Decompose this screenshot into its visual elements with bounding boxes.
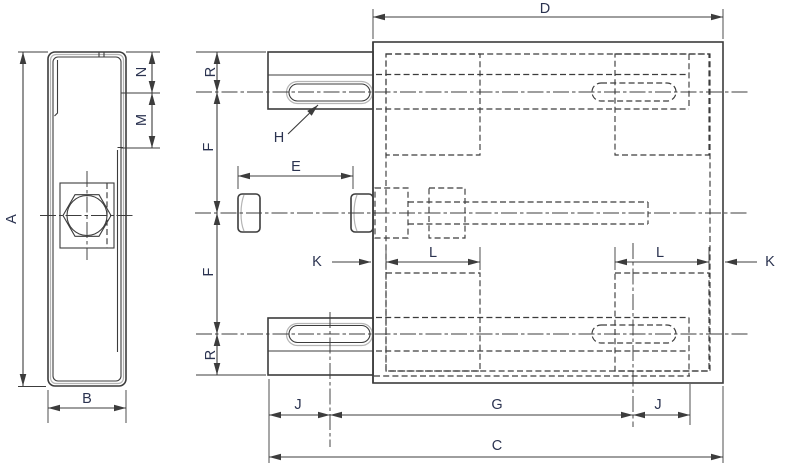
clamp-body: [372, 41, 724, 384]
front-view: [195, 41, 748, 447]
dim-label-j-left: J: [294, 397, 301, 413]
side-view: [40, 51, 134, 387]
dim-label-k-right: K: [765, 254, 775, 270]
hidden-square-bottom-right: [614, 272, 710, 372]
dim-d: D: [372, 1, 724, 39]
slot-top: [288, 83, 371, 102]
dim-label-f-top: F: [201, 142, 217, 151]
dim-label-c: C: [492, 438, 502, 454]
front-view-centerlines: [195, 91, 748, 447]
dim-label-b: B: [82, 391, 92, 407]
hidden-square-top-left: [385, 53, 481, 156]
left-lip-line: [54, 60, 59, 117]
right-wall-steps: [117, 92, 126, 149]
dim-label-e: E: [291, 159, 301, 175]
dim-label-a: A: [4, 214, 20, 224]
hex-nut: [62, 194, 112, 237]
dim-n: N: [126, 51, 160, 94]
side-view-centerlines: [40, 171, 134, 260]
callout-h: H: [274, 104, 319, 146]
dim-label-r-top: R: [203, 67, 219, 77]
top-seam: [98, 52, 105, 57]
dim-e: E: [237, 159, 354, 189]
dim-f-bottom: F: [201, 213, 221, 334]
hidden-slot-bottom: [591, 324, 677, 344]
hidden-bottom-tab: [374, 316, 690, 377]
hidden-square-top-right: [614, 53, 710, 156]
dim-label-l-left: L: [429, 245, 437, 261]
dim-j-right: J: [633, 384, 691, 425]
dim-g: G: [330, 397, 633, 419]
hidden-rear-plate: [385, 53, 711, 372]
dim-r-top: R: [196, 51, 266, 92]
dim-label-d: D: [540, 1, 550, 17]
bottom-left-tab: [267, 317, 374, 376]
top-left-tab: [267, 51, 374, 110]
dim-k-right: K: [725, 254, 775, 270]
hidden-top-tab: [376, 54, 690, 110]
channel-outline: [47, 51, 127, 387]
dim-c: C: [269, 386, 724, 463]
dim-label-r-bottom: R: [203, 350, 219, 360]
dim-label-m: M: [134, 114, 150, 126]
dim-j-left: J: [268, 379, 330, 463]
dim-r-bottom: R: [196, 334, 266, 376]
dim-label-j-right: J: [654, 397, 661, 413]
hidden-slot-top: [591, 82, 677, 102]
dim-l-left: L: [385, 245, 481, 270]
dim-b: B: [47, 390, 127, 423]
dim-label-n: N: [134, 67, 150, 77]
dim-a: A: [4, 51, 48, 387]
dim-f-top: F: [201, 92, 221, 213]
dim-label-h: H: [274, 130, 284, 146]
dim-l-right: L: [614, 245, 710, 270]
dim-label-k-left: K: [312, 254, 322, 270]
dimensions: A B N M D R F: [4, 1, 775, 463]
dim-label-l-right: L: [656, 245, 664, 261]
dim-m: M: [121, 93, 160, 149]
dim-label-f-bottom: F: [201, 267, 217, 276]
hidden-square-bottom-left: [385, 272, 481, 372]
dim-label-g: G: [491, 397, 502, 413]
dim-k-left: K: [312, 254, 371, 270]
